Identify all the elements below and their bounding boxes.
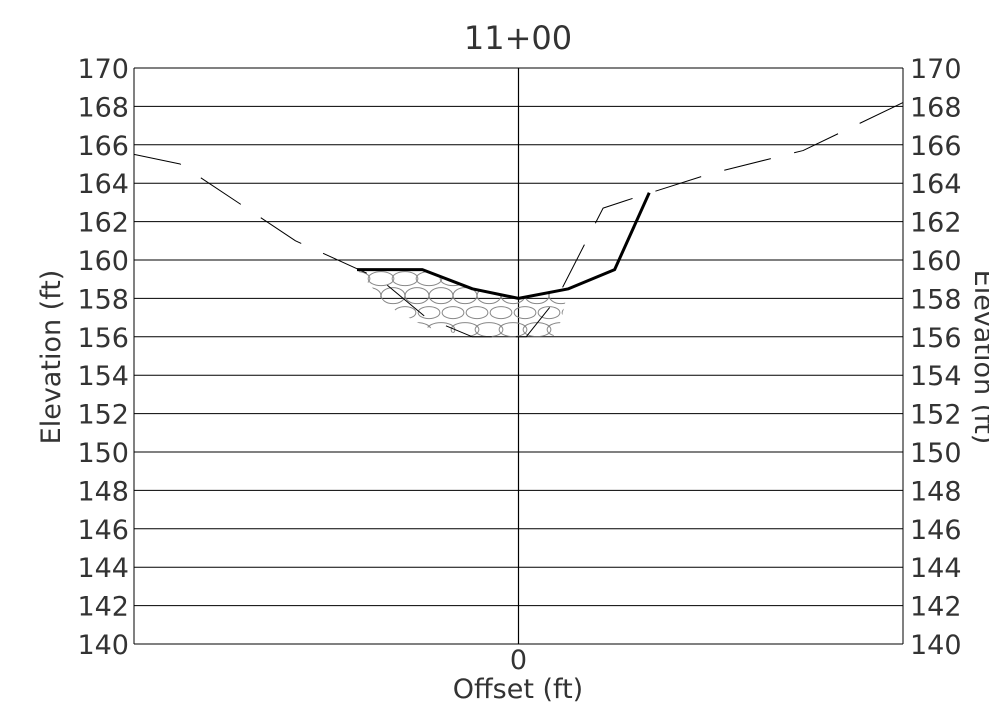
riprap-stone	[465, 306, 489, 320]
riprap-stone	[393, 306, 417, 320]
chart-title: 11+00	[464, 19, 572, 57]
x-tick-labels: 0	[510, 645, 527, 676]
y-tick-label-right: 140	[910, 630, 962, 661]
y-tick-label-left: 140	[77, 630, 129, 661]
y-tick-label-right: 152	[910, 400, 962, 431]
y-tick-label-right: 164	[910, 169, 962, 200]
y-tick-label-left: 146	[77, 515, 129, 546]
riprap-stone	[463, 271, 491, 287]
y-axis-label-right: Elevation (ft)	[968, 270, 989, 445]
riprap-stone	[441, 306, 465, 320]
riprap-stone	[357, 287, 358, 305]
riprap-stone	[488, 339, 514, 355]
grid-lines	[133, 67, 904, 645]
riprap-stone	[367, 271, 395, 287]
riprap-stone	[357, 287, 382, 305]
y-tick-label-right: 150	[910, 438, 962, 469]
y-tick-label-right: 162	[910, 208, 962, 239]
y-tick-label-left: 166	[77, 131, 129, 162]
riprap-stone	[523, 256, 551, 268]
x-tick-label: 0	[510, 645, 527, 676]
y-tick-label-left: 168	[77, 92, 129, 123]
riprap-stone	[357, 322, 384, 337]
y-tick-label-left: 154	[77, 361, 129, 392]
riprap-stone	[355, 256, 383, 268]
riprap-stone	[561, 306, 569, 320]
riprap-stone	[428, 287, 454, 305]
riprap-stone	[535, 271, 563, 287]
y-tick-label-right: 148	[910, 476, 962, 507]
riprap-stone	[417, 306, 441, 320]
riprap-stone	[475, 256, 503, 268]
riprap-stone	[537, 306, 561, 320]
riprap-stone	[512, 339, 538, 355]
y-tick-label-left: 158	[77, 284, 129, 315]
riprap-stone	[357, 306, 369, 320]
y-tick-label-right: 146	[910, 515, 962, 546]
y-tick-label-left: 160	[77, 246, 129, 277]
existing-ground-line	[133, 102, 904, 338]
y-tick-label-right: 170	[910, 54, 962, 85]
y-tick-labels-right: 170 168 166 164 162 160 158 156 154 152 150 148 146 1…	[910, 54, 962, 661]
y-tick-label-right: 142	[910, 592, 962, 623]
riprap-stone	[402, 322, 432, 337]
y-tick-label-right: 144	[910, 553, 962, 584]
y-tick-label-right: 158	[910, 284, 962, 315]
y-tick-label-right: 168	[910, 92, 962, 123]
proposed-grade-line	[357, 192, 651, 300]
riprap-stone	[357, 322, 360, 337]
y-tick-label-left: 144	[77, 553, 129, 584]
riprap-stone	[440, 339, 466, 355]
riprap-stone	[404, 287, 430, 305]
riprap-stone	[536, 339, 562, 355]
riprap-stone	[369, 306, 393, 320]
y-tick-label-left: 148	[77, 476, 129, 507]
y-tick-label-left: 142	[77, 592, 129, 623]
y-tick-label-left: 156	[77, 323, 129, 354]
riprap-stone	[487, 271, 515, 287]
riprap-stone	[392, 339, 418, 355]
y-tick-label-left: 164	[77, 169, 129, 200]
riprap-stone	[357, 271, 371, 287]
riprap-stone	[378, 322, 408, 337]
riprap-stone	[511, 271, 539, 287]
y-axis-label-left: Elevation (ft)	[36, 270, 67, 445]
riprap-stone	[403, 256, 431, 268]
riprap-stone	[427, 256, 455, 268]
y-tick-label-right: 166	[910, 131, 962, 162]
riprap-stone	[379, 256, 407, 268]
y-tick-labels-left: 170 168 166 164 162 160 158 156 154 152 150 148 146 1…	[77, 54, 129, 661]
riprap-stone	[560, 339, 586, 355]
y-tick-label-left: 162	[77, 208, 129, 239]
x-axis-label: Offset (ft)	[453, 674, 583, 705]
riprap-stone	[513, 306, 537, 320]
riprap-stone	[464, 339, 490, 355]
riprap-stone	[499, 256, 527, 268]
y-tick-label-left: 150	[77, 438, 129, 469]
y-tick-label-right: 154	[910, 361, 962, 392]
riprap-stone	[547, 256, 575, 268]
y-tick-label-left: 170	[77, 54, 129, 85]
riprap-stone	[416, 339, 442, 355]
riprap-stone	[489, 306, 513, 320]
y-tick-label-left: 152	[77, 400, 129, 431]
riprap-stone	[344, 339, 370, 355]
series-layer	[133, 102, 904, 338]
riprap-stone	[391, 271, 419, 287]
riprap-stone	[368, 339, 394, 355]
riprap-stone	[451, 256, 479, 268]
y-tick-label-right: 156	[910, 323, 962, 354]
y-tick-label-right: 160	[910, 246, 962, 277]
riprap-stone	[498, 322, 528, 337]
riprap-stone	[331, 256, 359, 268]
